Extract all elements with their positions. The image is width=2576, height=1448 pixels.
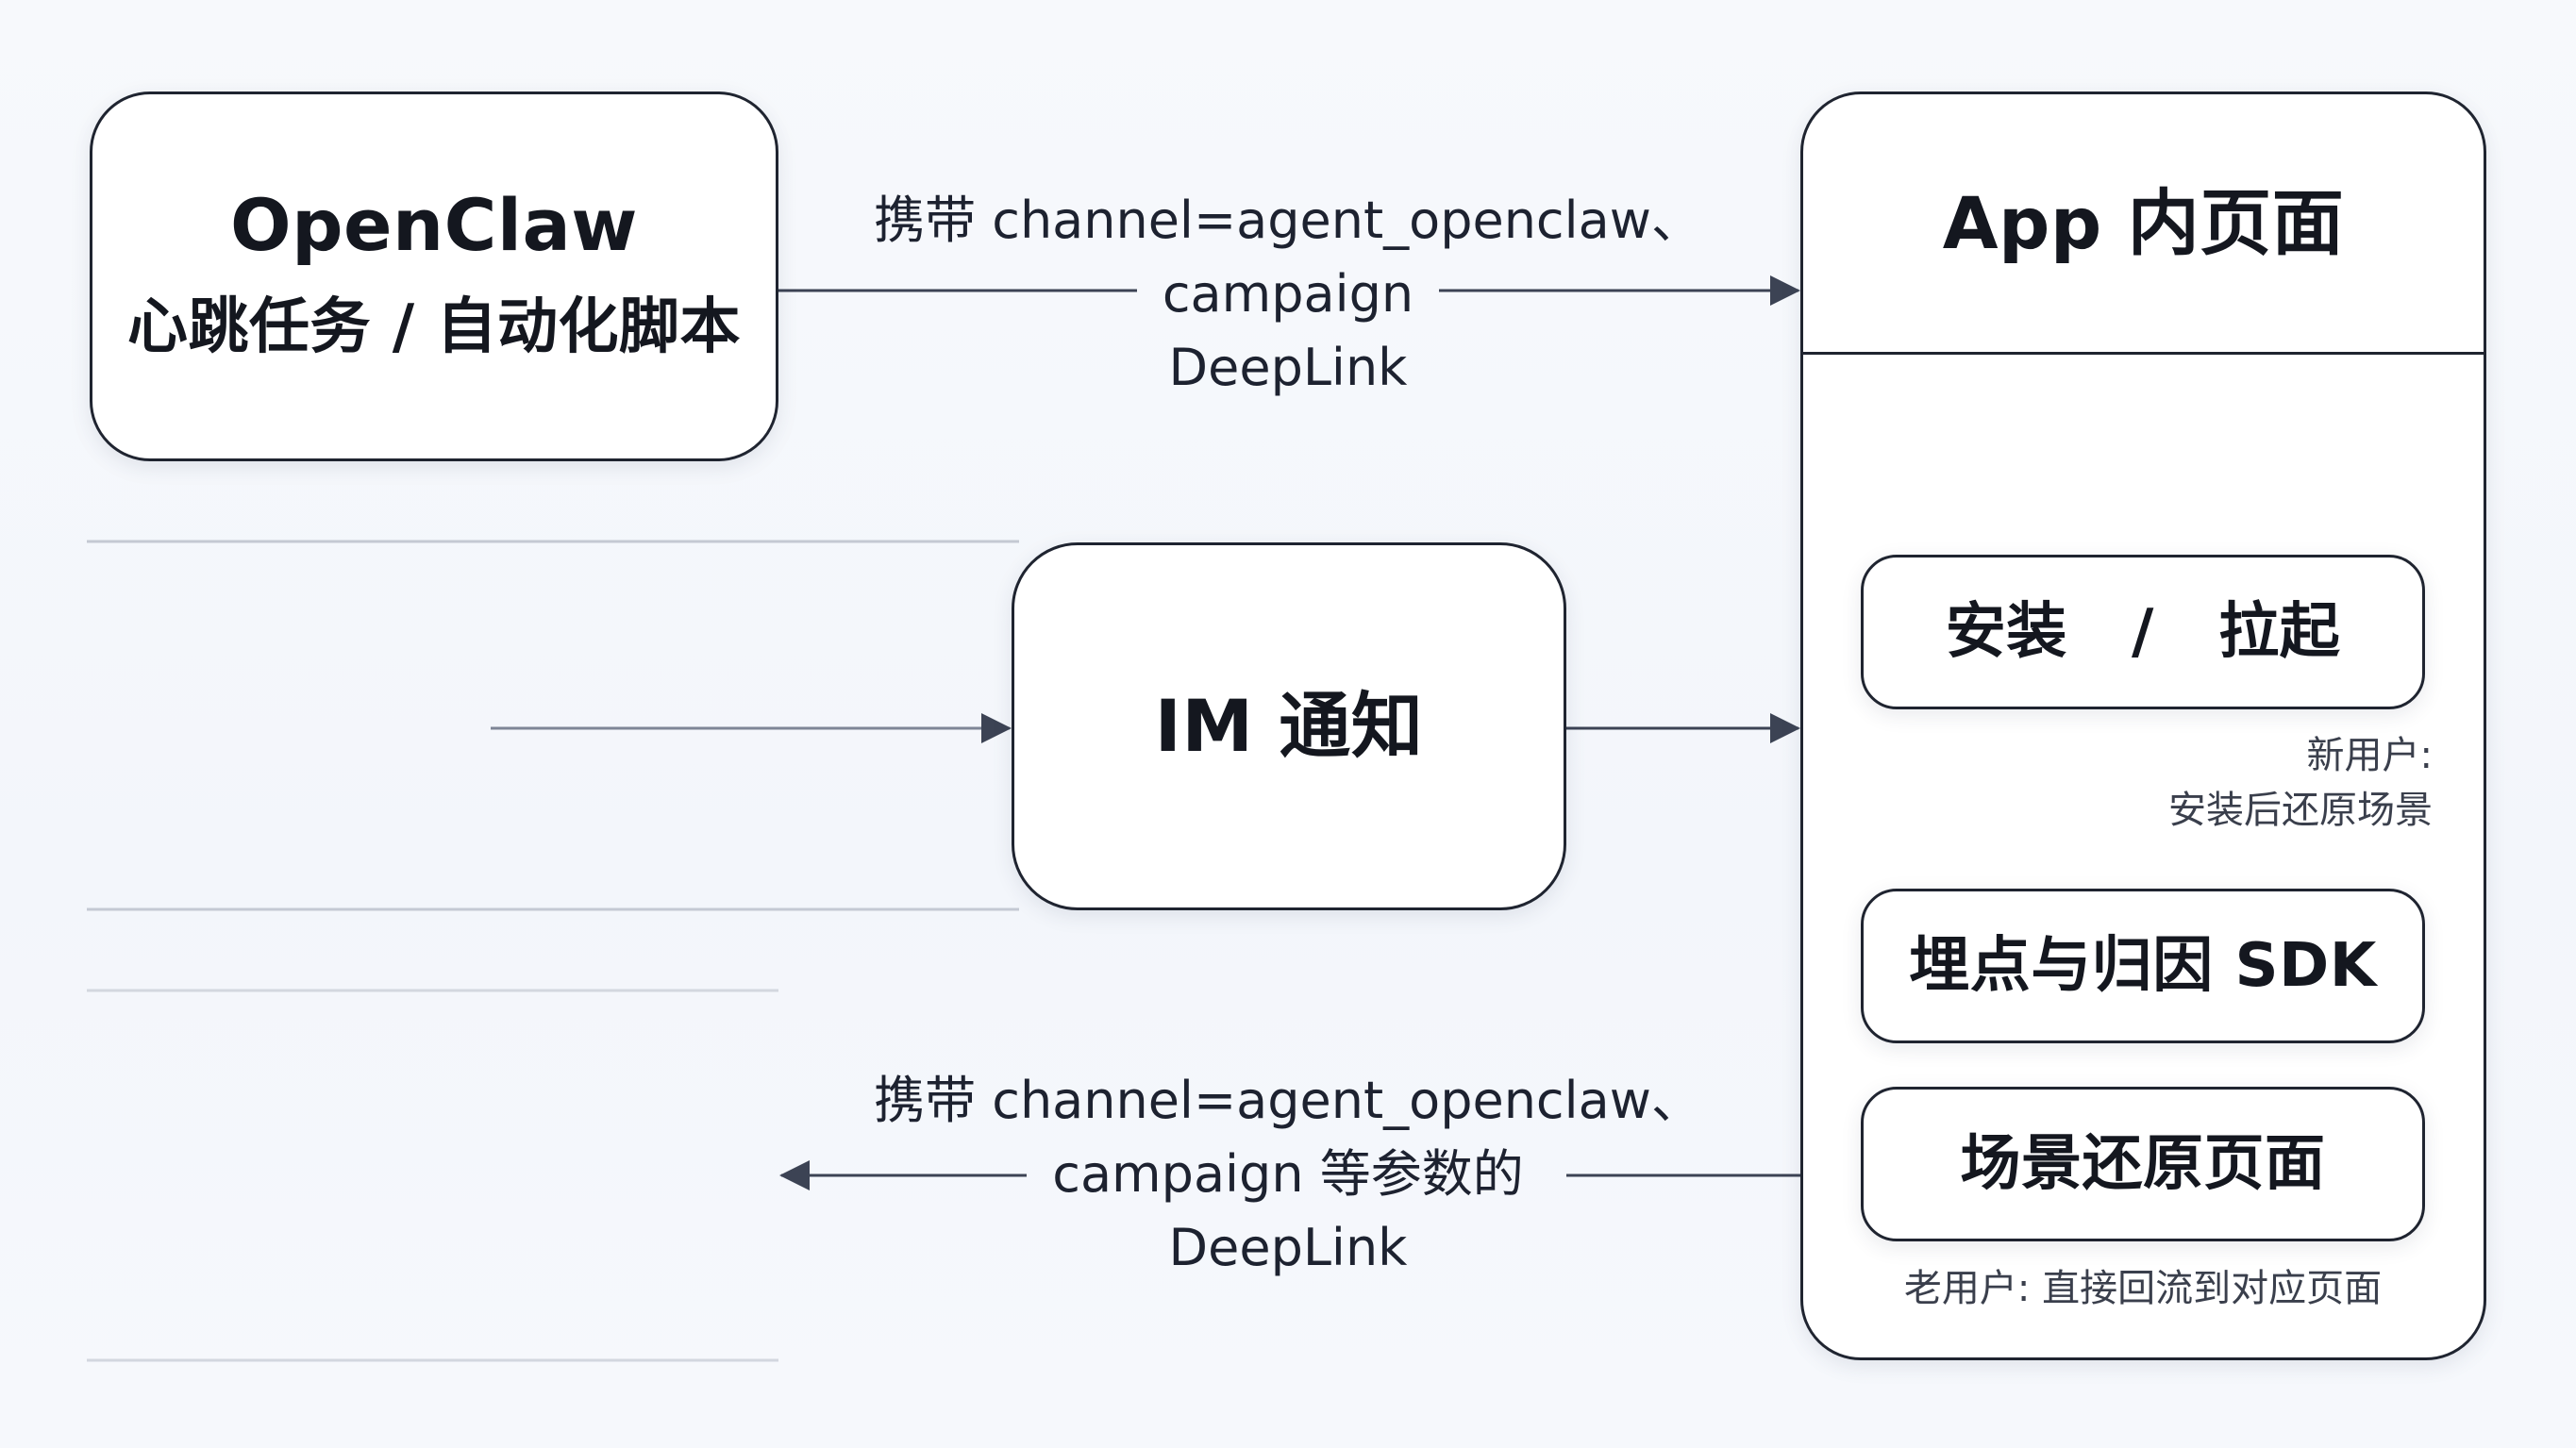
edge-top-label: 携带 channel=agent_openclaw、 campaign Deep…: [849, 184, 1727, 405]
node-app-title: App 内页面: [1942, 180, 2345, 265]
node-openclaw-title: OpenClaw: [230, 183, 638, 267]
node-restore: 场景还原页面: [1861, 1087, 2425, 1241]
node-app-header: App 内页面: [1803, 94, 2484, 355]
node-install-title: 安装 / 拉起: [1945, 597, 2341, 667]
edge-bottom-label-line3: DeepLink: [1168, 1218, 1408, 1277]
node-openclaw-subtitle: 心跳任务 / 自动化脚本: [127, 292, 741, 362]
edge-bottom-label: 携带 channel=agent_openclaw、 campaign 等参数的…: [849, 1064, 1727, 1285]
edge-bottom-label-line2: campaign 等参数的: [1052, 1144, 1524, 1204]
node-im: IM 通知: [1012, 542, 1566, 910]
old-user-note: 老用户: 直接回流到对应页面: [1903, 1267, 2383, 1310]
edge-top-label-line1: 携带 channel=agent_openclaw、: [874, 191, 1702, 250]
edge-top-label-line3: DeepLink: [1168, 338, 1408, 397]
new-user-note-line1: 新用户:: [2306, 734, 2433, 777]
edge-bottom-label-line1: 携带 channel=agent_openclaw、: [874, 1071, 1702, 1130]
new-user-note-line2: 安装后还原场景: [2168, 789, 2433, 832]
node-sdk: 埋点与归因 SDK: [1861, 889, 2425, 1043]
node-im-title: IM 通知: [1154, 684, 1424, 768]
edge-top-label-line2: campaign: [1162, 264, 1414, 324]
node-install: 安装 / 拉起: [1861, 555, 2425, 709]
new-user-note: 新用户: 安装后还原场景: [2149, 728, 2433, 838]
node-openclaw: OpenClaw 心跳任务 / 自动化脚本: [90, 92, 778, 461]
node-sdk-title: 埋点与归因 SDK: [1909, 931, 2377, 1001]
node-restore-title: 场景还原页面: [1960, 1129, 2326, 1199]
